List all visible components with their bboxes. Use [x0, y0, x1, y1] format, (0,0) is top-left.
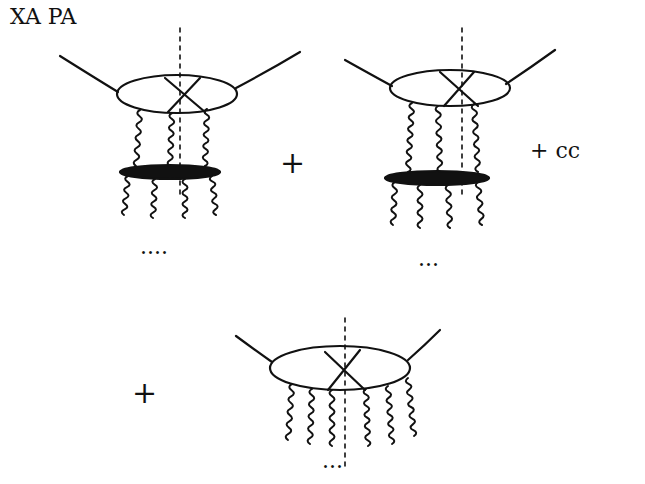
gluon-line	[436, 106, 443, 172]
amplitude-blob	[117, 75, 237, 113]
quark-line	[345, 60, 392, 86]
momentum-label: XA PA	[10, 6, 76, 28]
gluon-line	[386, 386, 395, 444]
amplitude-blob	[390, 70, 510, 106]
quark-line	[236, 52, 300, 88]
cross-vertex	[440, 72, 478, 106]
cut-line	[344, 318, 346, 470]
gluon-line	[210, 176, 218, 215]
gluon-line	[308, 389, 315, 444]
plus-sign: +	[132, 378, 157, 408]
gluon-line	[472, 104, 480, 172]
gluon-line	[476, 182, 484, 225]
gluon-line	[330, 390, 335, 446]
gluon-line	[418, 185, 423, 228]
plus-sign: +	[280, 148, 305, 178]
gluon-line	[286, 384, 294, 440]
cut-line	[461, 28, 463, 195]
conjugate-label: + cc	[530, 140, 580, 162]
gluon-line	[446, 185, 452, 228]
amplitude-blob	[270, 346, 410, 390]
gluon-line	[203, 109, 209, 166]
quark-line	[236, 336, 272, 362]
gluon-line	[364, 389, 371, 446]
quark-line	[506, 50, 555, 84]
gluon-line	[122, 176, 130, 215]
cross-vertex	[165, 78, 205, 112]
quark-line	[408, 330, 440, 360]
gluon-line	[183, 179, 188, 218]
quark-line	[60, 56, 118, 92]
gluon-line	[151, 179, 157, 218]
ellipsis: ...	[418, 248, 439, 270]
target-blob	[385, 171, 489, 185]
gluon-line	[406, 378, 416, 436]
gluon-line	[406, 103, 414, 172]
target-blob	[120, 165, 220, 179]
gluon-line	[391, 182, 397, 225]
ellipsis: ...	[322, 450, 343, 472]
gluon-line	[168, 113, 175, 166]
ellipsis: ....	[140, 236, 168, 258]
gluon-line	[134, 110, 142, 166]
